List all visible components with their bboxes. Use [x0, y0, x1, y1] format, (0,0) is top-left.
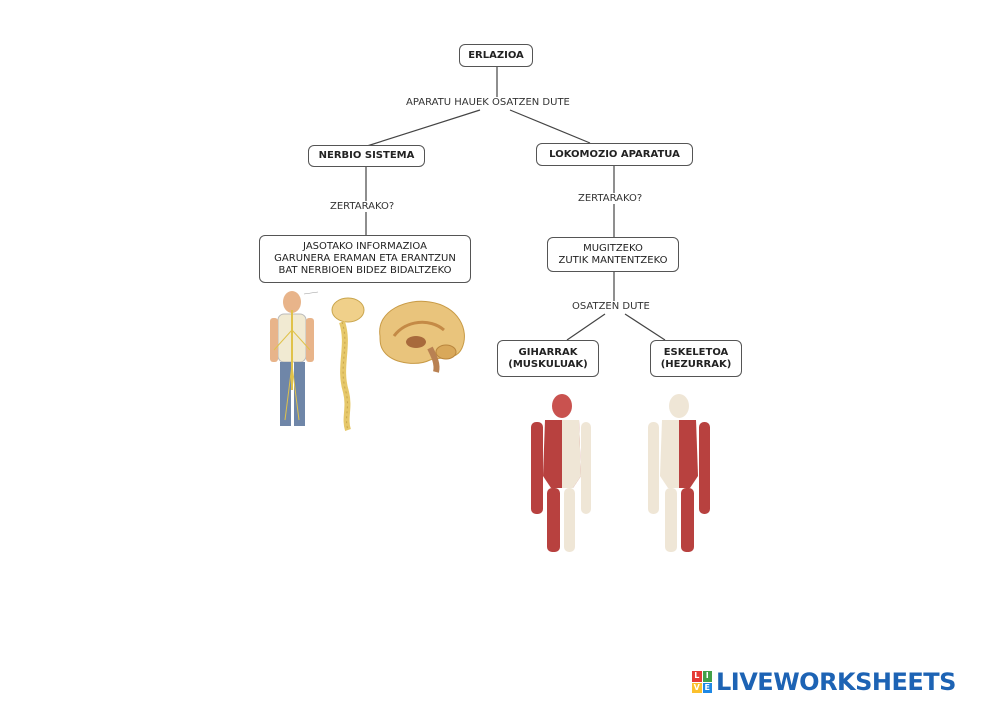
right-link-label: ZERTARAKO? [576, 193, 644, 204]
root-node: ERLAZIOA [459, 44, 533, 67]
nerbio-purpose-node: JASOTAKO INFORMAZIOA GARUNERA ERAMAN ETA… [259, 235, 471, 283]
logo-tile-i: I [703, 671, 713, 682]
lokomozio-aparatua-node: LOKOMOZIO APARATUA [536, 143, 693, 166]
logo-text: LIVEWORKSHEETS [716, 668, 956, 696]
logo-tile-e: E [703, 683, 713, 694]
eskeletoa-node: ESKELETOA (HEZURRAK) [650, 340, 742, 377]
muscular-skeleton-front-illustration [515, 392, 609, 554]
liveworksheets-logo: L I V E LIVEWORKSHEETS [692, 668, 956, 696]
logo-tiles-icon: L I V E [692, 671, 712, 693]
brain-cross-section-illustration [372, 296, 470, 374]
logo-tile-l: L [692, 671, 702, 682]
muscular-skeleton-back-illustration [634, 392, 724, 554]
lokomozio-purpose-node: MUGITZEKO ZUTIK MANTENTZEKO [547, 237, 679, 272]
giharrak-node: GIHARRAK (MUSKULUAK) [497, 340, 599, 377]
sub-link-label: OSATZEN DUTE [570, 301, 652, 312]
human-nervous-system-illustration [268, 290, 320, 428]
root-link-label: APARATU HAUEK OSATZEN DUTE [404, 97, 572, 108]
spinal-cord-illustration [328, 296, 370, 434]
nerbio-sistema-node: NERBIO SISTEMA [308, 145, 425, 167]
left-link-label: ZERTARAKO? [328, 201, 396, 212]
logo-tile-v: V [692, 683, 702, 694]
